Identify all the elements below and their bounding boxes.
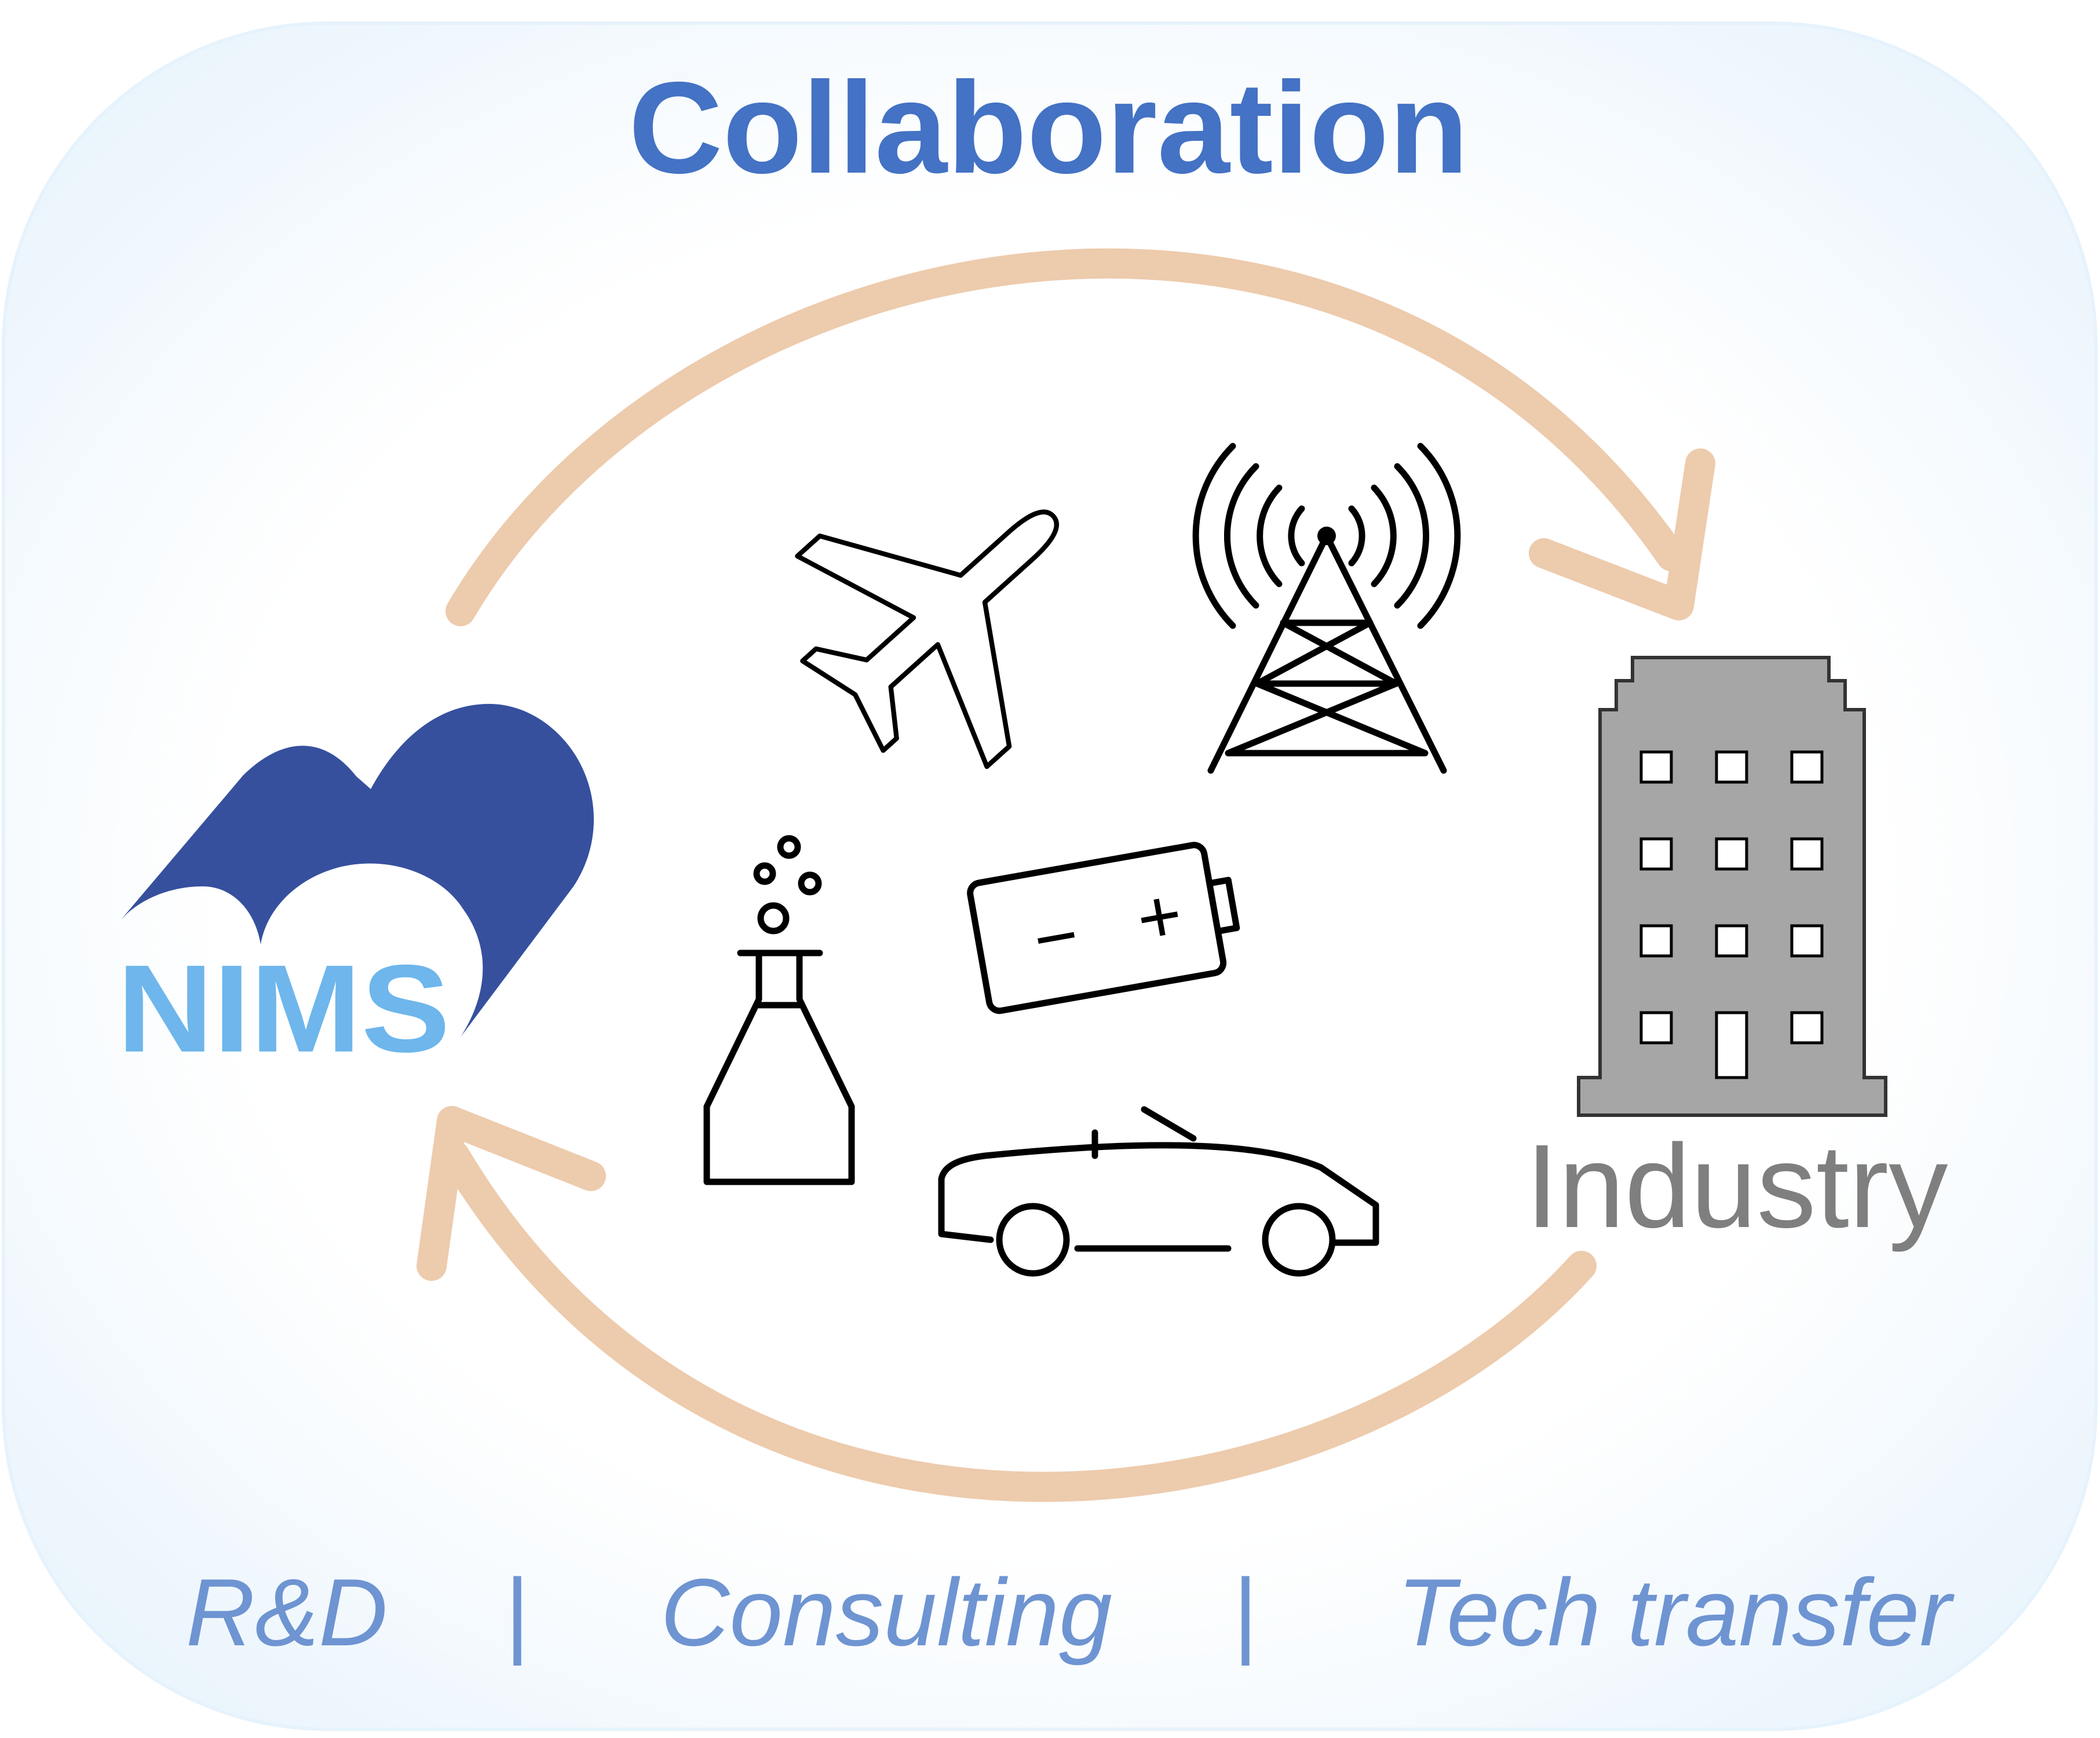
building-icon: [1577, 656, 1887, 1117]
nims-logo: NIMS: [117, 704, 594, 1078]
arrow-to-industry: [445, 248, 1715, 626]
footer-services: R&D | Consulting | Tech transfer: [186, 1559, 1955, 1666]
footer-consulting: Consulting: [660, 1559, 1112, 1666]
industry-label: Industry: [1525, 1120, 1948, 1253]
footer-separator-2: |: [1233, 1559, 1258, 1666]
footer-rnd: R&D: [186, 1559, 388, 1666]
nims-logo-text: NIMS: [117, 939, 450, 1078]
arrow-to-nims: [417, 1106, 1597, 1502]
flask-icon: [703, 835, 855, 1185]
car-icon: [938, 1106, 1379, 1277]
page-title: Collaboration: [629, 54, 1469, 200]
radio-tower-icon: [1192, 443, 1461, 774]
footer-separator-1: |: [505, 1559, 530, 1666]
footer-tech-transfer: Tech transfer: [1397, 1559, 1955, 1666]
airplane-icon: [795, 509, 1060, 769]
nims-logo-mark: [119, 704, 594, 1037]
